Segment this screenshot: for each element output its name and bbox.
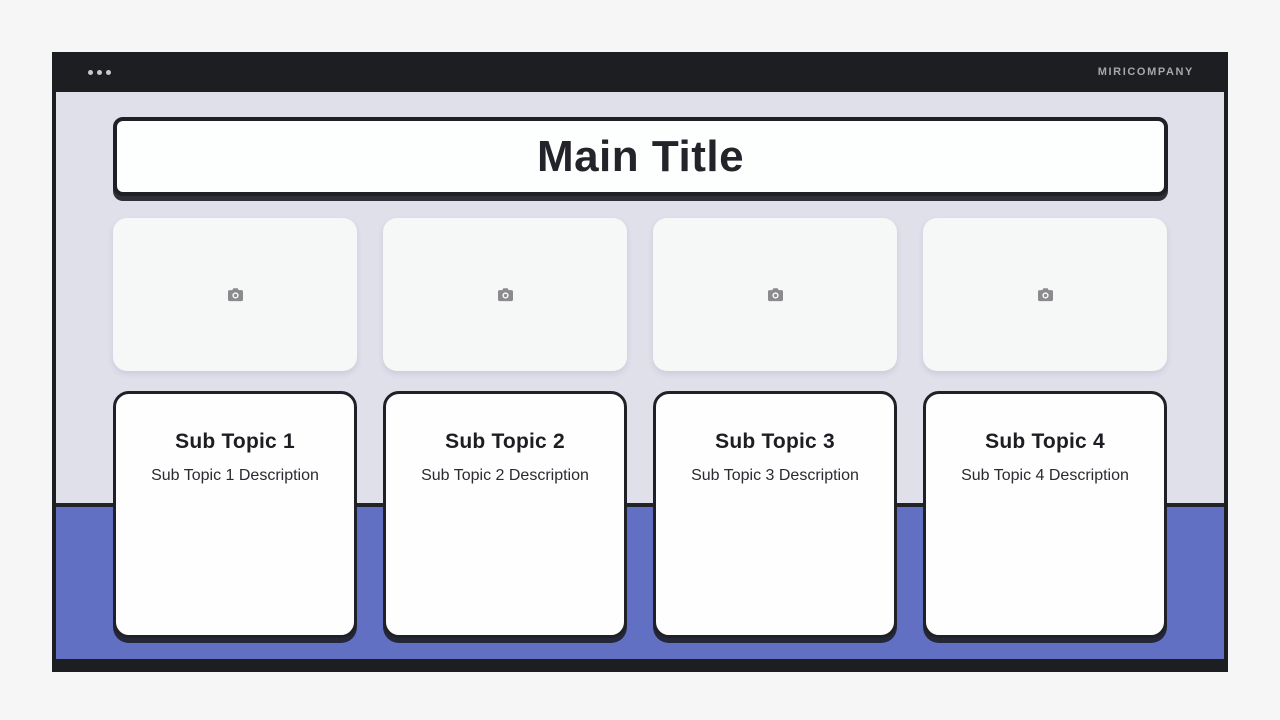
image-placeholder-1[interactable] [113,218,357,371]
subtopic-card-row: Sub Topic 1 Sub Topic 1 Description Sub … [113,391,1167,638]
brand-label: MIRICOMPANY [1097,66,1194,78]
image-placeholder-4[interactable] [923,218,1167,371]
subtopic-description: Sub Topic 3 Description [691,467,859,484]
dot [88,69,93,75]
ellipsis-menu-icon[interactable] [88,69,111,75]
camera-icon [497,287,513,302]
camera-icon [1037,287,1053,302]
subtopic-card-3[interactable]: Sub Topic 3 Sub Topic 3 Description [653,391,897,638]
dot [106,69,111,75]
subtopic-card-2[interactable]: Sub Topic 2 Sub Topic 2 Description [383,391,627,638]
slide-frame: MIRICOMPANY Main Title Sub Topic 1 Sub [52,52,1228,672]
dot [97,69,102,75]
subtopic-card-4[interactable]: Sub Topic 4 Sub Topic 4 Description [923,391,1167,638]
subtopic-title: Sub Topic 3 [715,430,835,453]
subtopic-title: Sub Topic 1 [175,430,295,453]
camera-icon [227,287,243,302]
subtopic-description: Sub Topic 1 Description [151,467,319,484]
camera-icon [767,287,783,302]
image-placeholder-3[interactable] [653,218,897,371]
subtopic-title: Sub Topic 4 [985,430,1105,453]
main-title-text: Main Title [536,131,745,181]
slide-body: Main Title Sub Topic 1 Sub Topic 1 Descr… [56,92,1224,659]
subtopic-description: Sub Topic 4 Description [961,467,1129,484]
image-placeholder-row [113,218,1167,371]
main-title-box[interactable]: Main Title [113,117,1168,196]
subtopic-description: Sub Topic 2 Description [421,467,589,484]
subtopic-card-1[interactable]: Sub Topic 1 Sub Topic 1 Description [113,391,357,638]
subtopic-title: Sub Topic 2 [445,430,565,453]
image-placeholder-2[interactable] [383,218,627,371]
slide-topbar: MIRICOMPANY [52,52,1228,92]
